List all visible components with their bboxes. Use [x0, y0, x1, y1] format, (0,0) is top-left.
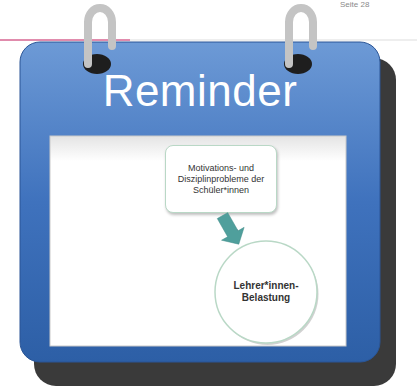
- process-box: Motivations- und Disziplinprobleme der S…: [165, 145, 277, 213]
- calendar-card: [20, 42, 380, 362]
- calendar-page: [50, 136, 346, 346]
- binder-ring: [88, 8, 112, 64]
- node-text: Lehrer*innen-Belastung: [229, 280, 303, 304]
- block-arrow: [217, 213, 244, 245]
- page-number: Seite 28: [340, 0, 369, 10]
- header-rule: [130, 40, 417, 41]
- edge-label: +: [233, 226, 241, 240]
- outcome-circle: Lehrer*innen-Belastung: [214, 240, 318, 344]
- node-text: Motivations- und Disziplinprobleme der S…: [172, 163, 270, 196]
- circle-shape: [215, 241, 317, 343]
- binder-ring: [289, 8, 313, 64]
- calendar-title: Reminder: [22, 66, 378, 116]
